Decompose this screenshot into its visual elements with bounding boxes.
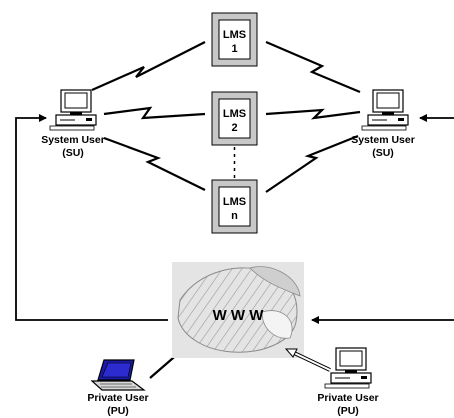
- private-user-laptop-abbr: (PU): [107, 405, 129, 417]
- private-user-desktop-label: Private User: [317, 392, 378, 404]
- system-user-left-abbr: (SU): [62, 147, 84, 159]
- lms-server-2-label: LMS: [223, 108, 246, 120]
- www-label: W W W: [213, 307, 265, 324]
- lightning-bolt-link-icon: [91, 41, 206, 92]
- lms-server-1-label: LMS: [223, 29, 246, 41]
- private-user-desktop: Private User (PU): [317, 347, 379, 417]
- private-user-laptop-label: Private User: [87, 392, 148, 404]
- lms-server-1-number: 1: [231, 43, 237, 55]
- private-user-laptop: Private User (PU): [87, 359, 149, 417]
- lms-server-n: LMS n: [211, 179, 258, 234]
- lms-server-2: LMS 2: [211, 91, 258, 146]
- desktop-computer-icon: [49, 89, 97, 131]
- lightning-bolt-link-icon: [103, 106, 206, 120]
- desktop-computer-icon: [324, 347, 372, 389]
- connection-desktop-pu-to-www: [284, 348, 331, 372]
- lightning-bolt-link-icon: [265, 134, 359, 193]
- lms-server-n-label: LMS: [223, 196, 246, 208]
- lms-server-n-number: n: [231, 210, 238, 222]
- lightning-bolt-link-icon: [265, 108, 361, 120]
- laptop-icon: [90, 359, 146, 391]
- lms-server-2-number: 2: [231, 122, 237, 134]
- lightning-bolt-link-icon: [265, 40, 361, 94]
- wireless-links: [91, 40, 361, 379]
- system-user-left-label: System User: [41, 134, 105, 146]
- system-user-right-abbr: (SU): [372, 147, 394, 159]
- connection-www-to-left-su: [15, 114, 168, 321]
- wired-connections: [15, 114, 454, 324]
- system-user-right: System User (SU): [351, 89, 415, 159]
- lms-server-1: LMS 1: [211, 12, 258, 67]
- private-user-desktop-abbr: (PU): [337, 405, 359, 417]
- system-user-right-label: System User: [351, 134, 415, 146]
- desktop-computer-icon: [361, 89, 409, 131]
- system-user-left: System User (SU): [41, 89, 105, 159]
- www-globe: W W W: [172, 262, 304, 358]
- lightning-bolt-link-icon: [103, 136, 206, 191]
